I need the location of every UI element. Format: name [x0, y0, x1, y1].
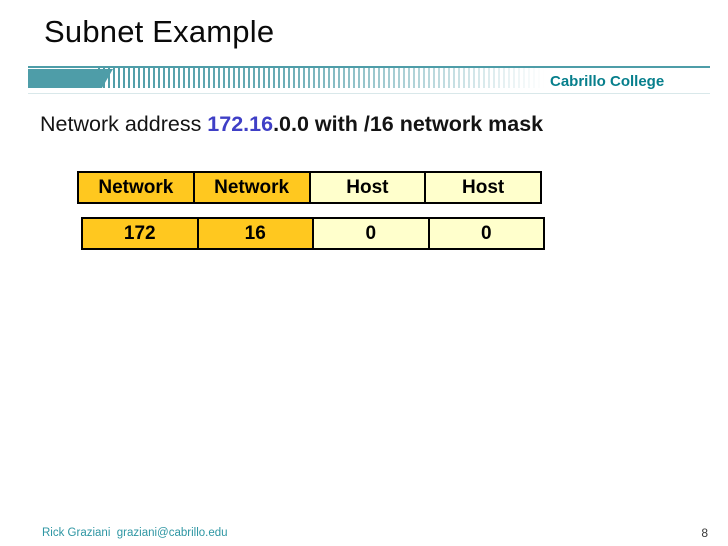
slide-title: Subnet Example: [44, 14, 275, 49]
banner-stripes: [98, 68, 545, 88]
brand-logo-text: Cabrillo College: [550, 73, 665, 90]
octet-value-cell-4: 0: [427, 219, 543, 248]
octet-header-cell-3: Host: [308, 173, 425, 202]
octet-header-cell-2: Network: [192, 173, 309, 202]
octet-header-row: Network Network Host Host: [77, 171, 542, 204]
network-address-line: Network address 172.16.0.0 with /16 netw…: [40, 112, 543, 137]
octet-value-cell-1: 172: [83, 219, 197, 248]
page-number: 8: [701, 526, 708, 540]
footer-author: Rick Graziani graziani@cabrillo.edu: [42, 527, 228, 539]
octet-header-cell-4: Host: [424, 173, 540, 202]
banner-graphic: [28, 68, 545, 88]
subtitle-network-highlight: 172.16: [207, 112, 274, 136]
octet-value-cell-2: 16: [196, 219, 312, 248]
subtitle-suffix: .0.0 with /16 network mask: [273, 112, 544, 136]
octet-value-cell-3: 0: [312, 219, 428, 248]
banner-top-line: [28, 66, 710, 68]
octet-value-row: 172 16 0 0: [81, 217, 545, 250]
banner-bottom-shadow: [28, 93, 710, 94]
octet-header-cell-1: Network: [79, 173, 193, 202]
subtitle-prefix: Network address: [40, 112, 208, 136]
banner-solid-block: [28, 69, 113, 88]
